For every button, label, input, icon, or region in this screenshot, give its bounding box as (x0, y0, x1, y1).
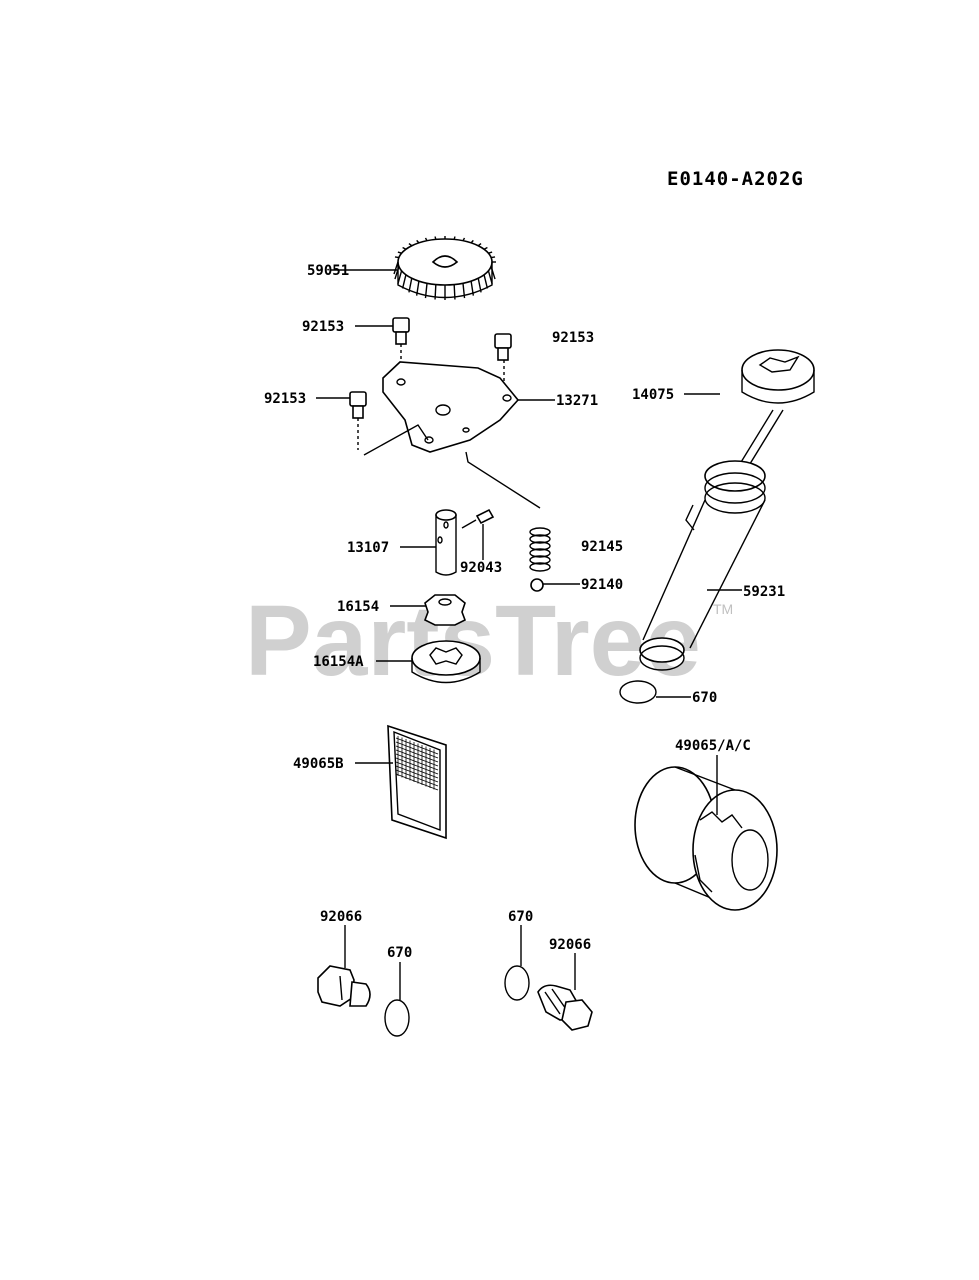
gear-tooth (483, 274, 489, 289)
mesh-line (395, 745, 439, 763)
callout-92153-b[interactable]: 92153 (552, 330, 594, 346)
bolt-92153-top-left[interactable] (392, 317, 410, 345)
ball-92140[interactable] (530, 578, 544, 592)
callout-92066-a[interactable]: 92066 (320, 909, 362, 925)
mesh-line (395, 773, 439, 791)
watermark-trademark: TM (713, 601, 733, 617)
callout-670-b[interactable]: 670 (387, 945, 412, 961)
watermark: PartsTree (245, 585, 701, 697)
gear-59051[interactable] (393, 236, 496, 300)
strainer-49065B[interactable] (387, 724, 447, 840)
callout-16154[interactable]: 16154 (337, 599, 379, 615)
callout-670-c[interactable]: 670 (508, 909, 533, 925)
filler-tube-59231[interactable] (639, 460, 766, 671)
callout-49065B[interactable]: 49065B (293, 756, 344, 772)
mesh-line (395, 737, 439, 755)
drain-plug-92066-left[interactable] (317, 965, 371, 1007)
dipstick-14075[interactable] (726, 349, 815, 486)
shaft-13107[interactable] (435, 509, 457, 576)
bolt-92153-top-right[interactable] (494, 333, 512, 361)
callout-49065AC[interactable]: 49065/A/C (675, 738, 751, 754)
pin-92043[interactable] (475, 508, 495, 525)
inner-rotor-16154[interactable] (423, 594, 467, 626)
cover-plate-13271[interactable] (382, 361, 520, 453)
oil-filter-49065[interactable] (634, 766, 778, 911)
callout-92145[interactable]: 92145 (581, 539, 623, 555)
bolt-92153-left[interactable] (349, 391, 367, 419)
mesh-line (395, 753, 439, 771)
callout-13271[interactable]: 13271 (556, 393, 598, 409)
callout-13107[interactable]: 13107 (347, 540, 389, 556)
gear-tooth (401, 274, 407, 289)
outer-rotor-16154A[interactable] (411, 640, 481, 684)
o-ring-670-left[interactable] (384, 999, 410, 1037)
mesh-line (395, 761, 439, 779)
callout-92153-c[interactable]: 92153 (264, 391, 306, 407)
mesh-line (395, 757, 439, 775)
mesh-line (395, 741, 439, 759)
o-ring-670-right[interactable] (504, 965, 530, 1001)
callout-92140[interactable]: 92140 (581, 577, 623, 593)
spring-92145[interactable] (529, 527, 551, 572)
callout-59231[interactable]: 59231 (743, 584, 785, 600)
mesh-line (395, 749, 439, 767)
callout-92153-a[interactable]: 92153 (302, 319, 344, 335)
callout-92066-b[interactable]: 92066 (549, 937, 591, 953)
callout-92043[interactable]: 92043 (460, 560, 502, 576)
callout-59051[interactable]: 59051 (307, 263, 349, 279)
callout-14075[interactable]: 14075 (632, 387, 674, 403)
diagram-code: E0140-A202G (667, 168, 804, 190)
o-ring-670-tube[interactable] (619, 680, 657, 704)
callout-16154A[interactable]: 16154A (313, 654, 364, 670)
mesh-line (395, 765, 439, 783)
callout-670-a[interactable]: 670 (692, 690, 717, 706)
drain-plug-92066-right[interactable] (537, 984, 593, 1031)
mesh-line (395, 769, 439, 787)
